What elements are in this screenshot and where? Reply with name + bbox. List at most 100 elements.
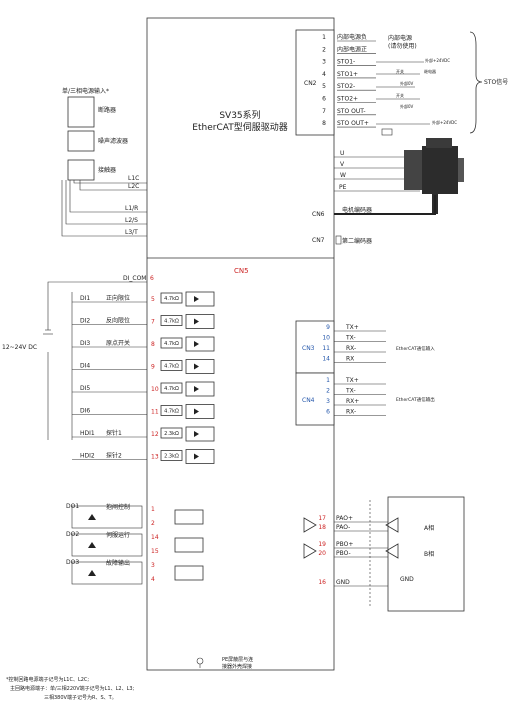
do-pin-a: 1 <box>151 506 155 513</box>
di-pin: 5 <box>151 296 155 303</box>
di-resistor: 2.3kΩ <box>164 454 179 460</box>
ext-24v-b: 外部+24VDC <box>432 119 457 125</box>
l2s-label: L2/S <box>125 217 138 224</box>
di-pin: 13 <box>151 454 159 461</box>
pe-label: PE <box>339 184 347 191</box>
cn4-note: EtherCAT通信输出 <box>396 396 435 403</box>
di-resistor: 4.7kΩ <box>164 364 179 370</box>
footnote-line-3: 三相380V端子记号为R、S、T。 <box>44 694 117 701</box>
di-resistor-box <box>160 382 183 394</box>
do-loop <box>71 561 143 585</box>
optocoupler-box <box>185 426 215 442</box>
do-loop <box>71 533 143 557</box>
optocoupler-icon <box>194 296 199 302</box>
cn2-pin: 4 <box>322 71 326 78</box>
di-pin: 7 <box>151 319 155 326</box>
optocoupler-box <box>185 359 215 374</box>
cn3-note: EtherCAT通信输入 <box>396 345 435 352</box>
di-function: 反向限位 <box>106 317 130 325</box>
enc-signal: PAO+ <box>336 515 353 522</box>
di-pin: 10 <box>151 386 159 393</box>
di-pin: 11 <box>151 409 159 416</box>
encoder2-label: 第二编码器 <box>342 237 372 245</box>
contactor-label: 接触器 <box>98 166 116 174</box>
optocoupler-box <box>185 336 215 352</box>
di-name: DI3 <box>80 340 90 347</box>
di-function: 探针1 <box>106 429 122 437</box>
optocoupler-box <box>185 381 215 397</box>
power-input-section: 单/三相电源输入* 断路器 噪声滤波器 接触器 L1C L2C L1/R L2/… <box>61 87 147 237</box>
sto-signal-label: STO信号 <box>484 78 508 86</box>
enc-pin: 17 <box>318 515 326 522</box>
cn2-label: CN2 <box>304 80 317 87</box>
line-receiver-a-icon <box>385 517 399 533</box>
u-label: U <box>340 150 344 157</box>
optocoupler-icon <box>194 318 199 325</box>
supply-label: 12~24V DC <box>2 344 37 351</box>
do-optocoupler-box <box>174 509 204 525</box>
cn4-pin: 6 <box>326 409 330 416</box>
do-function: 伺服运行 <box>106 531 130 539</box>
pe-note: PE屏蔽层与连 接器外壳焊接 <box>196 656 253 670</box>
di-name: DI5 <box>80 385 90 392</box>
di-resistor-box <box>160 292 183 304</box>
relay-label: 继电器 <box>424 68 436 74</box>
cn3-signal: TX- <box>345 335 356 342</box>
l1r-label: L1/R <box>125 205 138 212</box>
footnote-line-1: *控制回路电源端子记号为L1C、L2C; <box>6 676 89 683</box>
line-driver-b-icon <box>303 543 317 559</box>
cn3-signal: TX+ <box>345 324 359 331</box>
cn2-pin: 8 <box>322 120 326 127</box>
di-name: HDI2 <box>80 453 95 460</box>
footnote: *控制回路电源端子记号为L1C、L2C; 主回路电源端子：单/三相220V端子记… <box>6 676 135 701</box>
cn4-pin: 1 <box>326 377 330 384</box>
cn4-label: CN4 <box>302 397 315 404</box>
noise-filter-box <box>67 130 95 152</box>
drive-title-2: EtherCAT型伺服驱动器 <box>192 121 287 133</box>
cn2-signal: STO OUT+ <box>337 120 369 127</box>
di-resistor-box <box>160 450 183 461</box>
di-resistor-box <box>160 360 183 371</box>
cn2-pin: 1 <box>322 34 326 41</box>
enc-signal: PAO- <box>336 524 350 531</box>
di-name: DI1 <box>80 295 90 302</box>
cn4-signal: TX- <box>345 388 356 395</box>
cn4-pin: 3 <box>326 398 330 405</box>
cn2-signal: STO2- <box>337 83 355 90</box>
l3t-label: L3/T <box>125 229 138 236</box>
pe-note-1: PE屏蔽层与连 <box>222 656 253 663</box>
do-name: DO3 <box>66 559 79 566</box>
phase-a-label: A相 <box>424 524 434 532</box>
v-label: V <box>340 161 345 168</box>
diode-icon <box>88 514 96 520</box>
cn2-pin: 5 <box>322 83 326 90</box>
cn3-signal: RX- <box>346 345 356 352</box>
cn4-signal: RX- <box>346 409 356 416</box>
optocoupler-icon <box>194 363 199 370</box>
cn3-signal: RX <box>346 356 354 363</box>
optocoupler-icon <box>194 341 199 347</box>
do-optocoupler-box <box>174 537 204 553</box>
enc-pin: 16 <box>318 579 326 586</box>
cn2-pin: 6 <box>322 96 326 103</box>
do-pin-b: 2 <box>151 520 155 527</box>
power-input-label: 单/三相电源输入* <box>62 87 109 95</box>
cn5-label: CN5 <box>234 267 249 275</box>
di-resistor: 4.7kΩ <box>164 341 179 347</box>
breaker-box <box>67 96 95 128</box>
ext-0v-a: 外部0V <box>400 80 414 86</box>
cn4-signal: TX+ <box>345 377 359 384</box>
cn6-label: CN6 <box>312 211 325 218</box>
phase-b-label: B相 <box>424 550 434 558</box>
di-name: DI2 <box>80 318 90 325</box>
switch-b: 开关 <box>396 92 404 98</box>
do-pin-a: 3 <box>151 562 155 569</box>
do-pin-b: 15 <box>151 548 159 555</box>
optocoupler-box <box>185 291 215 307</box>
di-resistor-box <box>160 315 183 326</box>
